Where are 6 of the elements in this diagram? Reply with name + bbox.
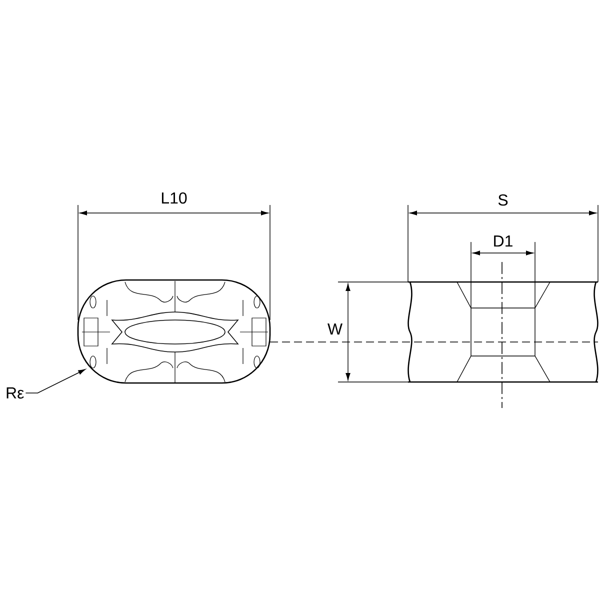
dimension-label: L10 [162,192,187,204]
leader-line [25,369,86,394]
callout-text: Rε [6,387,24,399]
dimension-label: D1 [494,236,512,246]
dimension-label: W [328,324,342,334]
dimension-label: S [498,194,508,206]
